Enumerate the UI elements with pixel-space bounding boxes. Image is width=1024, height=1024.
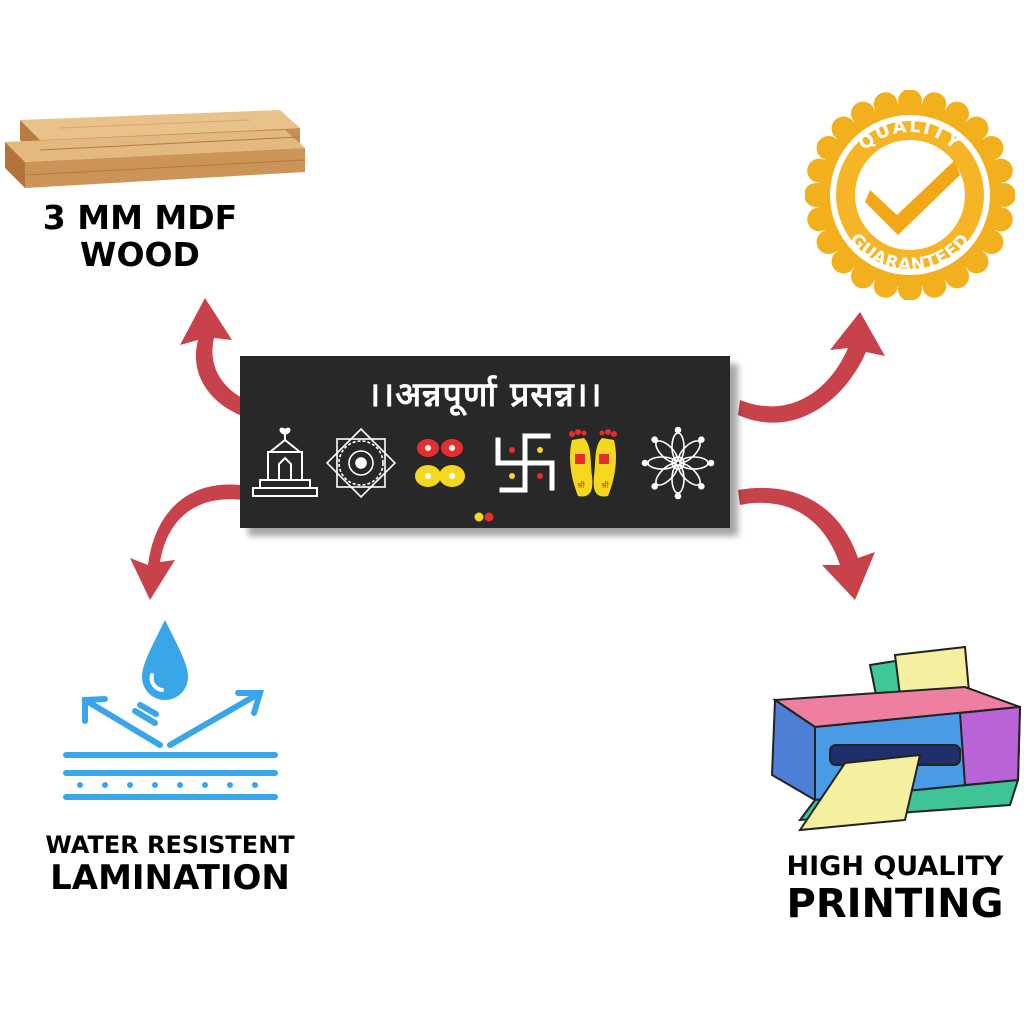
flower-dot [651, 436, 658, 443]
printer-icon [760, 645, 1024, 835]
arrow-to-mdf [180, 298, 242, 415]
water-label-line2: LAMINATION [50, 857, 290, 898]
mdf-label-line1: 3 MM MDF [42, 198, 238, 237]
kumkum-icon [415, 439, 465, 487]
flower-dot [698, 436, 705, 443]
printing-label-line2: PRINTING [786, 881, 1004, 928]
flower-rangoli-icon [641, 426, 715, 500]
arrow-to-quality [738, 312, 885, 423]
footprint-left-text: श्री [577, 480, 586, 490]
mdf-label: 3 MM MDF WOOD [20, 198, 260, 274]
wood-planks-icon [0, 80, 310, 200]
rangoli-icon [325, 427, 397, 499]
sign-symbols: श्री श्री [252, 426, 715, 500]
flower-dot [707, 459, 715, 467]
flower-dot [698, 483, 705, 490]
temple-icon [252, 427, 318, 497]
flower-dot [651, 483, 658, 490]
quality-badge-icon: QUALITY GUARANTEED [804, 89, 1016, 301]
sign-title: ।।अन्नपूर्णा प्रसन्न।। [367, 375, 603, 415]
flower-dot [674, 492, 682, 500]
arrow-to-water [130, 484, 242, 600]
footprint-right-text: श्री [601, 480, 610, 490]
water-label-line1: WATER RESISTENT [45, 831, 295, 859]
flower-dot [674, 426, 682, 434]
swastik-icon [495, 433, 555, 493]
kumkum-dots-icon [474, 512, 494, 522]
nameplate-sign: ।।अन्नपूर्णा प्रसन्न।। [240, 356, 730, 528]
footprints-icon: श्री श्री [569, 429, 617, 497]
water-label: WATER RESISTENT LAMINATION [30, 832, 310, 897]
water-drop-icon [60, 615, 290, 815]
mdf-label-line2: WOOD [80, 234, 200, 274]
printing-label: HIGH QUALITY PRINTING [770, 851, 1020, 928]
flower-dot [641, 459, 649, 467]
arrow-to-printing [738, 487, 875, 600]
printing-label-line1: HIGH QUALITY [786, 851, 1004, 882]
